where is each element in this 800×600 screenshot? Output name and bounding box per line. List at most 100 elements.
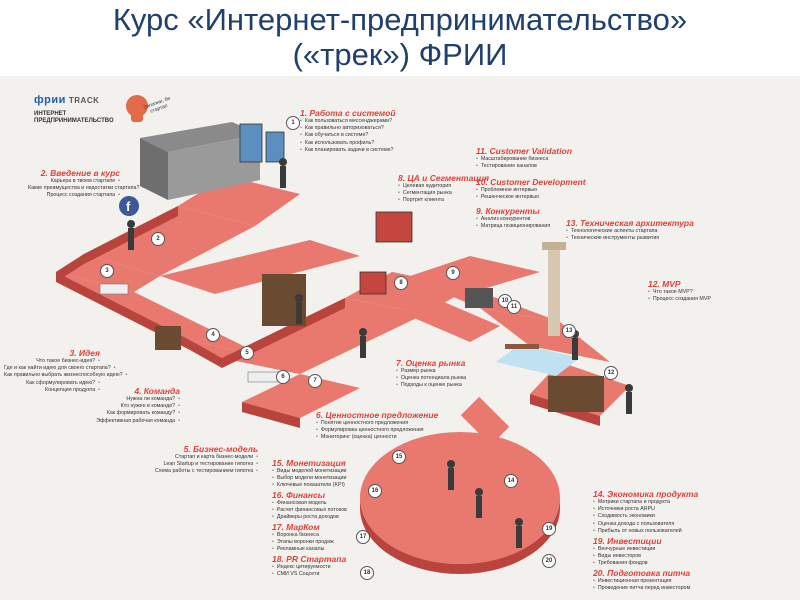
section-item: Как сформулировать идею? xyxy=(4,380,100,387)
section-s18: 18. PR СтартапаИндекс цитируемостиСМИ VS… xyxy=(272,554,346,578)
section-item: Решенческое интервью xyxy=(476,194,586,201)
section-item: Как планировать задачи в системе? xyxy=(300,147,396,154)
section-item: Выбор модели монетизации xyxy=(272,475,347,482)
section-title: 4. Команда xyxy=(134,386,180,396)
section-item: Что такое бизнес-идея? xyxy=(4,358,100,365)
route-stop-13: 13 xyxy=(562,324,576,338)
section-item: Что такое MVP? xyxy=(648,289,711,296)
section-s7: 7. Оценка рынкаРазмер рынкаОценка потенц… xyxy=(396,358,466,390)
section-item: Какие преимущества и недостатки стартапа… xyxy=(28,185,139,192)
section-s17: 17. МарКомВоронка бизнесаЭтапы воронки п… xyxy=(272,522,334,554)
route-stop-14: 14 xyxy=(504,474,518,488)
section-item: Портрет клиента xyxy=(398,197,489,204)
section-s11: 11. Customer ValidationМасштабирование б… xyxy=(476,146,572,170)
section-item: Венчурные инвестиции xyxy=(593,546,662,553)
section-title: 19. Инвестиции xyxy=(593,536,662,546)
section-item: Как пользоваться мессенджерами? xyxy=(300,118,396,125)
svg-text:f: f xyxy=(126,199,131,214)
route-stop-2: 2 xyxy=(151,232,165,246)
section-title: 5. Бизнес-модель xyxy=(183,444,258,454)
section-item: СМИ VS Соцсети xyxy=(272,571,346,578)
section-s14: 14. Экономика продуктаМетрики стартапа и… xyxy=(593,489,698,535)
route-stop-5: 5 xyxy=(240,346,254,360)
route-stop-15: 15 xyxy=(392,450,406,464)
section-title: 9. Конкуренты xyxy=(476,206,540,216)
section-title: 8. ЦА и Сегментация xyxy=(398,173,490,183)
section-item: Проблемное интервью xyxy=(476,187,586,194)
route-stop-7: 7 xyxy=(308,374,322,388)
section-title: 10. Customer Development xyxy=(476,177,586,187)
section-title: 16. Финансы xyxy=(272,490,325,500)
section-s6: 6. Ценностное предложениеПонятие ценност… xyxy=(316,410,438,442)
section-item: Понятие ценностного предложения xyxy=(316,420,438,427)
section-title: 7. Оценка рынка xyxy=(396,358,466,368)
logo-subtitle: ИНТЕРНЕТ ПРЕДПРИНИМАТЕЛЬСТВО xyxy=(34,111,114,124)
section-item: Как правильно выбрать жизнеспособную иде… xyxy=(4,372,123,379)
section-item: Виды инвесторов xyxy=(593,553,662,560)
slide-title-line-1: Курс «Интернет-предпринимательство» xyxy=(112,2,688,37)
section-item: Мониторинг (оценка) ценности xyxy=(316,434,438,441)
section-s13: 13. Техническая архитектураТехнологическ… xyxy=(566,218,694,242)
section-item: Индекс цитируемости xyxy=(272,564,346,571)
route-stop-1: 1 xyxy=(286,116,300,130)
section-s12: 12. MVPЧто такое MVP?Процесс создания MV… xyxy=(648,279,711,303)
section-item: Проведение питча перед инвестором xyxy=(593,585,690,592)
section-title: 15. Монетизация xyxy=(272,458,346,468)
section-item: Стартап и карта бизнес-модели xyxy=(130,454,258,461)
section-item: Схема работы с тестированием гипотез xyxy=(130,468,258,475)
section-item: Где и как найти идею для своего стартапа… xyxy=(4,365,111,372)
section-title: 17. МарКом xyxy=(272,522,320,532)
section-title: 13. Техническая архитектура xyxy=(566,218,694,228)
section-s15: 15. МонетизацияВиды моделей монетизацииВ… xyxy=(272,458,347,490)
section-item: Технические инструменты развития xyxy=(566,235,694,242)
section-title: 6. Ценностное предложение xyxy=(316,410,439,420)
section-s10: 10. Customer DevelopmentПроблемное интер… xyxy=(476,177,586,201)
route-stop-18: 18 xyxy=(360,566,374,580)
section-item: Карьера в твоем стартапе xyxy=(28,178,120,185)
section-item: Масштабирование бизнеса xyxy=(476,156,572,163)
section-item: Процесс создания стартапа xyxy=(28,192,120,199)
section-item: Финансовая модель xyxy=(272,500,347,507)
section-item: Анализ конкурентов xyxy=(476,216,550,223)
section-item: Размер рынка xyxy=(396,368,466,375)
section-item: Процесс создания MVP xyxy=(648,296,711,303)
section-item: Как формировать команду? xyxy=(60,410,180,417)
route-stop-6: 6 xyxy=(276,370,290,384)
logo-brand: фрии xyxy=(34,94,66,106)
section-title: 3. Идея xyxy=(69,348,100,358)
section-item: Подходы к оценке рынка xyxy=(396,382,466,389)
route-stop-16: 16 xyxy=(368,484,382,498)
section-s20: 20. Подготовка питчаИнвестиционная презе… xyxy=(593,568,690,592)
section-item: Как обучаться в системе? xyxy=(300,132,396,139)
section-title: 11. Customer Validation xyxy=(476,146,572,156)
section-item: Матрица позиционирования xyxy=(476,223,550,230)
section-item: Целевая аудитория xyxy=(398,183,489,190)
section-item: Концепция продукта xyxy=(4,387,100,394)
section-item: Расчет финансовых потоков xyxy=(272,507,347,514)
section-item: Оценка потенциала рынка xyxy=(396,375,466,382)
section-s8: 8. ЦА и СегментацияЦелевая аудиторияСегм… xyxy=(398,173,489,205)
route-stop-19: 19 xyxy=(542,522,556,536)
route-stop-9: 9 xyxy=(446,266,460,280)
section-item: Этапы воронки продаж xyxy=(272,539,334,546)
section-item: Сегментация рынка xyxy=(398,190,489,197)
logo-track: TRACK xyxy=(68,96,100,105)
route-stop-8: 8 xyxy=(394,276,408,290)
route-stop-17: 17 xyxy=(356,530,370,544)
section-s16: 16. ФинансыФинансовая модельРасчет финан… xyxy=(272,490,347,522)
section-title: 14. Экономика продукта xyxy=(593,489,699,499)
section-item: Как правильно авторизоваться? xyxy=(300,125,396,132)
route-stop-4: 4 xyxy=(206,328,220,342)
section-title: 20. Подготовка питча xyxy=(593,568,691,578)
slide-title: Курс «Интернет-предпринимательство» («тр… xyxy=(0,0,800,76)
section-item: Метрики стартапа и продукта xyxy=(593,499,698,506)
slide-title-line-2: («трек») ФРИИ xyxy=(292,37,508,72)
section-s1: 1. Работа с системойКак пользоваться мес… xyxy=(300,108,396,154)
section-item: Источники роста ARPU xyxy=(593,506,698,513)
route-stop-3: 3 xyxy=(100,264,114,278)
section-title: 12. MVP xyxy=(648,279,681,289)
